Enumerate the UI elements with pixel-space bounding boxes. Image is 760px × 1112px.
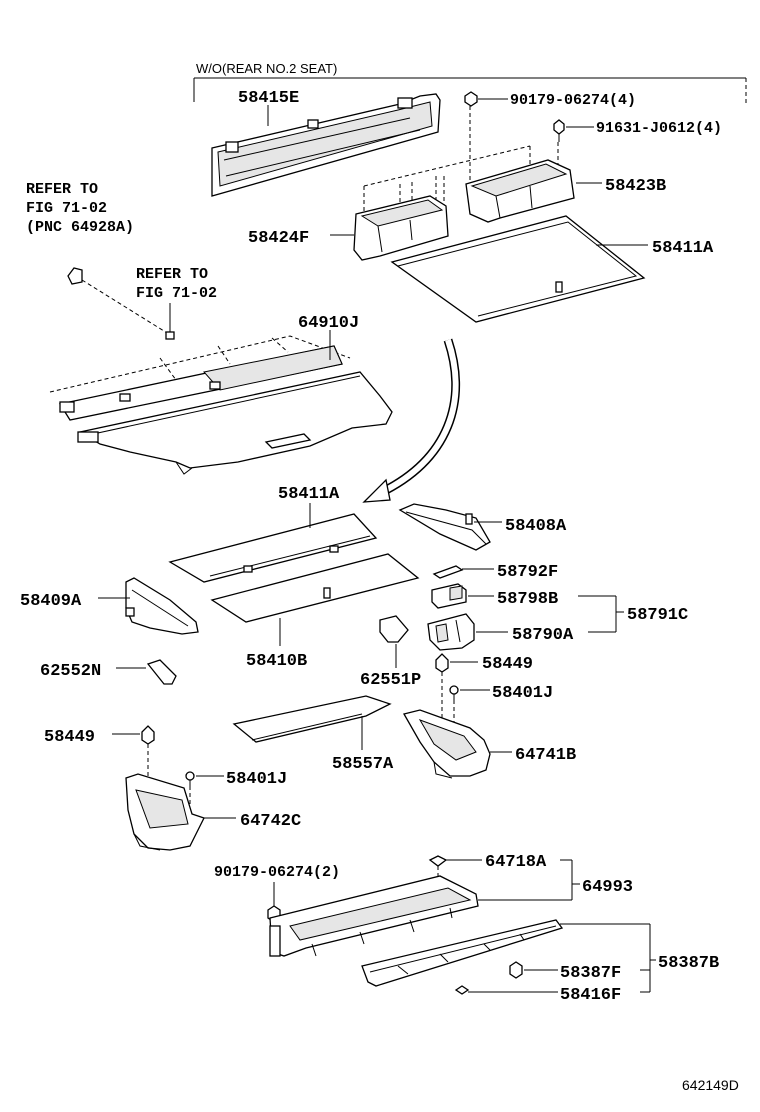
header-bracket: W/O(REAR NO.2 SEAT)	[193, 61, 747, 104]
label-58411A-top: 58411A	[652, 239, 714, 258]
clip-58416F[interactable]	[454, 985, 470, 995]
label-58409A: 58409A	[20, 592, 82, 611]
label-58449-left: 58449	[44, 728, 95, 747]
label-58557A: 58557A	[332, 755, 394, 774]
nut-58449-left[interactable]	[141, 725, 155, 745]
label-58387F: 58387F	[560, 964, 621, 983]
label-58423B: 58423B	[605, 177, 666, 196]
label-64910J: 64910J	[298, 314, 359, 333]
refer-note-2: REFER TO FIG 71-02	[136, 266, 217, 302]
part-58410B[interactable]	[210, 553, 420, 623]
bracket-58791C	[578, 595, 624, 633]
part-58409A[interactable]	[125, 577, 199, 635]
part-64741B[interactable]	[403, 709, 491, 779]
refer-note-1-line3: (PNC 64928A)	[26, 219, 134, 236]
bracket-64993	[478, 859, 580, 901]
arrow-icon	[362, 338, 461, 503]
part-62552N[interactable]	[146, 659, 177, 685]
label-58401J-right: 58401J	[492, 684, 553, 703]
part-62551P[interactable]	[379, 615, 409, 643]
part-64910J[interactable]	[49, 335, 393, 475]
label-64741B: 64741B	[515, 746, 576, 765]
label-58411A-mid: 58411A	[278, 485, 340, 504]
label-90179-06274-2: 90179-06274(2)	[214, 864, 340, 881]
clip-58401J-left[interactable]	[185, 771, 195, 786]
label-58791C: 58791C	[627, 606, 688, 625]
header-note: W/O(REAR NO.2 SEAT)	[196, 61, 337, 76]
part-58424F[interactable]	[353, 195, 449, 261]
part-58408A[interactable]	[398, 503, 491, 551]
dash-refer-1	[81, 279, 173, 337]
label-58416F: 58416F	[560, 986, 621, 1005]
clip-64718A[interactable]	[428, 855, 448, 867]
refer-note-1: REFER TO FIG 71-02 (PNC 64928A)	[26, 181, 134, 236]
label-64718A: 64718A	[485, 853, 547, 872]
screw-91631[interactable]	[553, 119, 565, 142]
clip-refer-2[interactable]	[165, 331, 175, 340]
label-58790A: 58790A	[512, 626, 574, 645]
clip-58401J-right[interactable]	[449, 685, 459, 700]
label-58408A: 58408A	[505, 517, 567, 536]
label-90179-06274-4: 90179-06274(4)	[510, 92, 636, 109]
part-64742C[interactable]	[125, 773, 205, 851]
label-58387B: 58387B	[658, 954, 719, 973]
label-64993: 64993	[582, 878, 633, 897]
label-58798B: 58798B	[497, 590, 558, 609]
clip-refer-1[interactable]	[67, 267, 83, 285]
part-58557A[interactable]	[232, 695, 392, 743]
refer-note-2-line1: REFER TO	[136, 266, 208, 283]
part-64993[interactable]	[269, 875, 479, 957]
refer-note-2-line2: FIG 71-02	[136, 285, 217, 302]
part-58415E[interactable]	[211, 93, 441, 197]
clip-58387F[interactable]	[509, 961, 523, 979]
part-58792F[interactable]	[432, 565, 464, 579]
label-58415E: 58415E	[238, 89, 299, 108]
label-64742C: 64742C	[240, 812, 301, 831]
label-62551P: 62551P	[360, 671, 421, 690]
part-58798B[interactable]	[431, 583, 467, 609]
label-58449-right: 58449	[482, 655, 533, 674]
figure-code: 642149D	[682, 1077, 739, 1093]
part-58411A-mid[interactable]	[168, 513, 378, 583]
refer-note-1-line1: REFER TO	[26, 181, 98, 198]
label-62552N: 62552N	[40, 662, 101, 681]
label-91631-J0612-4: 91631-J0612(4)	[596, 120, 722, 137]
part-58423B[interactable]	[465, 159, 575, 223]
label-58424F: 58424F	[248, 229, 309, 248]
part-58790A[interactable]	[427, 613, 475, 651]
nut-58449-right[interactable]	[435, 653, 449, 673]
part-58411A-top[interactable]	[390, 215, 646, 323]
refer-note-1-line2: FIG 71-02	[26, 200, 107, 217]
part-58387B[interactable]	[361, 919, 564, 987]
label-58401J-left: 58401J	[226, 770, 287, 789]
label-58410B: 58410B	[246, 652, 307, 671]
bolt-90179-top[interactable]	[464, 91, 478, 107]
bracket-58387B	[560, 923, 656, 993]
label-58792F: 58792F	[497, 563, 558, 582]
